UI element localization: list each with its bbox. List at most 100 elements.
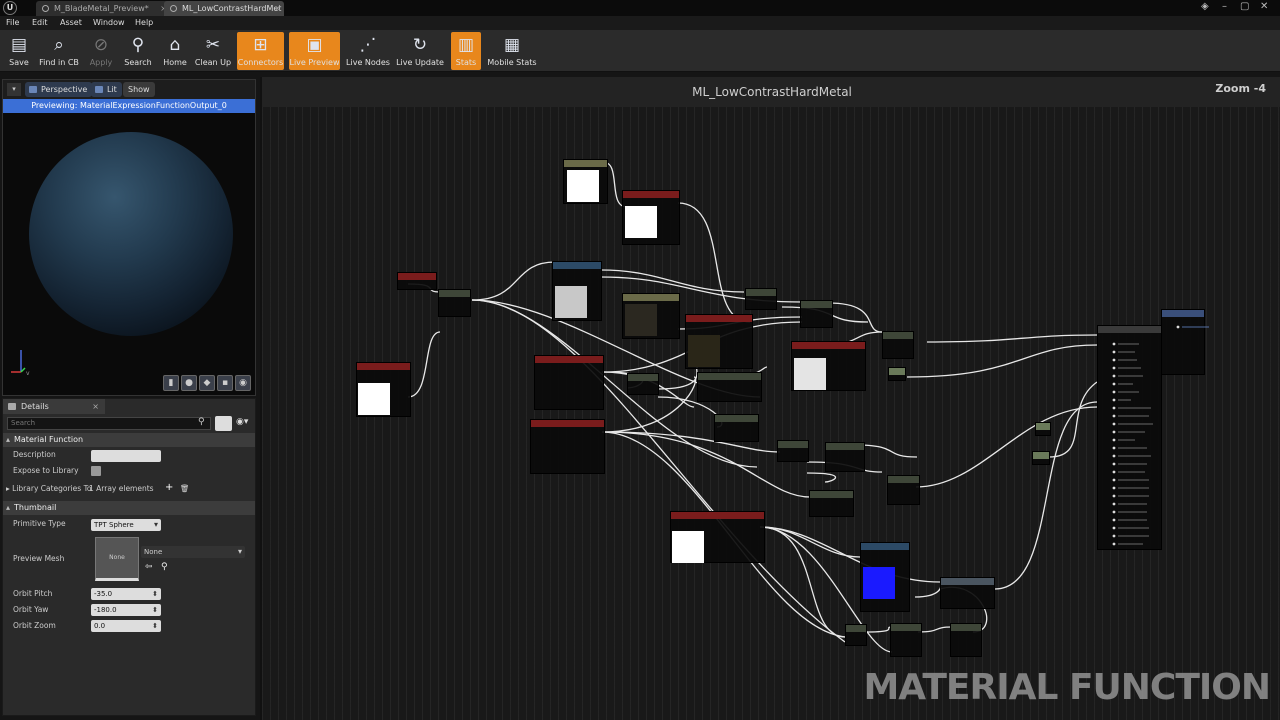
save-button[interactable]: ▤Save [9, 35, 29, 67]
preview-sphere [29, 132, 233, 336]
show-button[interactable]: Show [123, 82, 155, 97]
node-lerp-f[interactable] [950, 623, 982, 657]
viewport-options-dropdown[interactable]: ▾ [7, 83, 21, 96]
sphere-icon[interactable]: ● [181, 375, 197, 391]
node-input-roughness[interactable] [534, 355, 604, 410]
details-tab[interactable]: Details × [3, 399, 105, 414]
material-graph-panel[interactable]: ML_LowContrastHardMetal Zoom -4 [260, 77, 1280, 720]
perspective-button[interactable]: Perspective [25, 82, 93, 97]
description-field[interactable] [91, 450, 161, 462]
minimize-icon[interactable]: – [1222, 1, 1227, 12]
close-tab-icon[interactable]: × [274, 4, 281, 13]
menu-file[interactable]: File [6, 18, 20, 27]
node-input-metallic[interactable] [685, 314, 753, 369]
node-multiply-uv[interactable] [438, 289, 471, 317]
node-multiply-b[interactable] [745, 288, 777, 310]
node-input-normal[interactable] [670, 511, 765, 563]
stats-icon: ▥ [457, 35, 475, 55]
node-constant-small[interactable] [888, 367, 906, 381]
apply-button[interactable]: ⊘Apply [89, 35, 113, 67]
node-multiply-c[interactable] [777, 440, 809, 462]
graph-canvas[interactable] [262, 107, 1280, 720]
node-lerp-c[interactable] [825, 442, 865, 472]
close-tab-icon[interactable]: × [160, 1, 167, 16]
node-lerp-right[interactable] [882, 331, 914, 359]
tab-blade-metal-preview[interactable]: M_BladeMetal_Preview* × [36, 1, 170, 16]
user-icon[interactable]: ◈ [1201, 1, 1209, 12]
primitive-type-label: Primitive Type [13, 519, 66, 528]
search-icon: ⚲ [131, 35, 145, 55]
expand-arrow-icon[interactable]: ▸ [6, 484, 10, 493]
node-lerp-mid[interactable] [714, 414, 759, 442]
orbit-pitch-field[interactable]: -35.0 [91, 588, 161, 600]
maximize-icon[interactable]: ▢ [1240, 1, 1250, 12]
nodes-icon: ⋰ [359, 35, 377, 55]
browse-magnifier-icon[interactable]: ⚲ [161, 562, 168, 572]
delete-elements-icon[interactable]: 🗑 [180, 484, 190, 493]
node-flatten-normal[interactable] [940, 577, 995, 609]
close-window-icon[interactable]: ✕ [1260, 1, 1269, 12]
lit-button[interactable]: Lit [91, 82, 122, 97]
editor-tab-bar: U M_BladeMetal_Preview* × ML_LowContrast… [0, 0, 1280, 16]
tab-low-contrast-hard-metal[interactable]: ML_LowContrastHardMet × [164, 1, 284, 16]
cube-icon[interactable]: ▪ [217, 375, 233, 391]
primitive-type-dropdown[interactable]: TPT Sphere [91, 519, 161, 531]
node-lerp-e[interactable] [890, 623, 922, 657]
node-input-specular[interactable] [530, 419, 605, 474]
search-button[interactable]: ⚲Search [124, 35, 152, 67]
section-material-function[interactable]: Material Function [3, 433, 255, 447]
node-constant-small-3[interactable] [845, 624, 867, 646]
connectors-button[interactable]: ⊞Connectors [237, 32, 284, 70]
stats-button[interactable]: ▥Stats [451, 32, 481, 70]
live-update-button[interactable]: ↻Live Update [396, 35, 444, 67]
library-categories-row[interactable]: ▸ Library Categories To [6, 484, 92, 493]
unreal-logo-icon[interactable]: U [3, 1, 17, 15]
add-element-icon[interactable]: + [165, 482, 174, 493]
node-constant-top[interactable] [563, 159, 608, 204]
menu-edit[interactable]: Edit [32, 18, 48, 27]
home-button[interactable]: ⌂Home [163, 35, 187, 67]
node-lerp-d[interactable] [887, 475, 920, 505]
use-selected-arrow-icon[interactable]: ⇦ [145, 562, 153, 572]
zoom-level: Zoom -4 [1215, 82, 1266, 95]
node-texture-sample-2[interactable] [622, 293, 680, 339]
node-input-tiling[interactable] [356, 362, 411, 417]
mobile-stats-button[interactable]: ▦Mobile Stats [487, 35, 537, 67]
node-constant-small-4[interactable] [1035, 422, 1051, 436]
preview-viewport[interactable]: ▾ Perspective Lit Show Previewing: Mater… [2, 79, 256, 396]
node-multiply-a[interactable] [627, 373, 659, 395]
view-options-eye-icon[interactable]: ◉▾ [236, 417, 249, 427]
node-lerp-top[interactable] [800, 300, 833, 328]
section-thumbnail[interactable]: Thumbnail [3, 501, 255, 515]
node-power[interactable] [697, 372, 762, 402]
details-search-input[interactable]: Search [7, 417, 211, 430]
node-texture-sample-1[interactable] [552, 261, 602, 321]
teapot-icon[interactable]: ◉ [235, 375, 251, 391]
menu-help[interactable]: Help [135, 18, 154, 27]
node-texture-sample-normal[interactable] [860, 542, 910, 612]
live-nodes-button[interactable]: ⋰Live Nodes [346, 35, 390, 67]
find-in-cb-button[interactable]: ⌕Find in CB [39, 35, 79, 67]
orbit-zoom-field[interactable]: 0.0 [91, 620, 161, 632]
node-multiply-d[interactable] [809, 490, 854, 517]
preview-mesh-dropdown[interactable]: None [141, 546, 245, 558]
node-function-output[interactable] [1161, 309, 1210, 375]
node-input-scalar-1[interactable] [622, 190, 680, 245]
live-preview-button[interactable]: ▣Live Preview [289, 32, 340, 70]
preview-mesh-thumbnail[interactable]: None [95, 537, 139, 581]
refresh-icon: ↻ [412, 35, 428, 55]
node-make-material-attributes[interactable] [1097, 325, 1162, 550]
node-constant-small-2[interactable] [1032, 451, 1050, 465]
orbit-yaw-field[interactable]: -180.0 [91, 604, 161, 616]
menu-asset[interactable]: Asset [60, 18, 82, 27]
property-matrix-icon[interactable] [215, 416, 232, 431]
attribute-pins [1113, 342, 1154, 546]
plane-icon[interactable]: ◆ [199, 375, 215, 391]
cylinder-icon[interactable]: ▮ [163, 375, 179, 391]
expose-to-library-checkbox[interactable] [91, 466, 101, 476]
node-input-color[interactable] [791, 341, 866, 391]
menu-window[interactable]: Window [93, 18, 125, 27]
node-texcoord[interactable] [397, 272, 437, 290]
clean-up-button[interactable]: ✂Clean Up [194, 35, 232, 67]
close-details-icon[interactable]: × [92, 402, 99, 411]
